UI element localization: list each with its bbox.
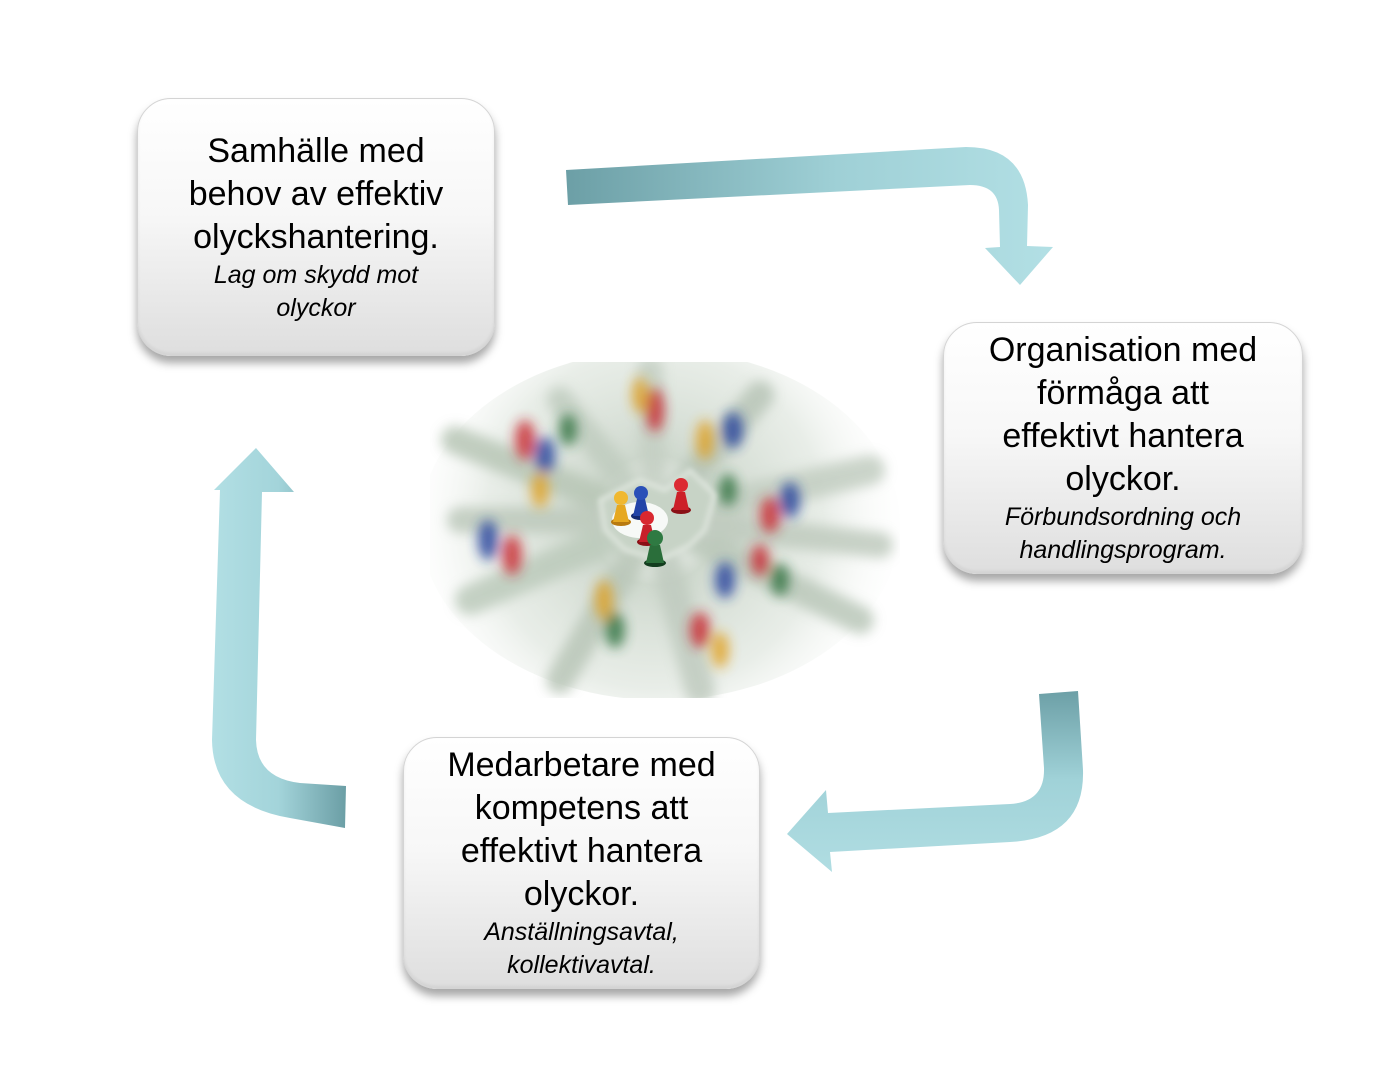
pawn-yellow-icon [611,491,631,526]
box-organisation: Organisation med förmåga att effektivt h… [943,322,1303,574]
box-employees-title: Medarbetare med kompetens att effektivt … [447,746,716,913]
pawn-red-icon [671,478,691,514]
box-organisation-subtitle: Förbundsordning och handlingsprogram. [1004,503,1242,564]
pawn-group [611,478,691,567]
pawn-green-icon [644,530,666,567]
arrow-organisation-to-employees [787,691,1084,872]
box-employees: Medarbetare med kompetens att effektivt … [403,737,760,989]
box-employees-subtitle: Anställningsavtal, kollektivavtal. [484,918,679,979]
box-organisation-title: Organisation med förmåga att effektivt h… [988,331,1258,498]
arrow-employees-to-society [212,448,346,828]
box-society-title: Samhälle med behov av effektiv olyckshan… [188,131,444,256]
box-society: Samhälle med behov av effektiv olyckshan… [137,98,495,356]
arrow-society-to-organisation [566,147,1053,285]
box-society-subtitle: Lag om skydd mot olyckor [213,260,419,322]
